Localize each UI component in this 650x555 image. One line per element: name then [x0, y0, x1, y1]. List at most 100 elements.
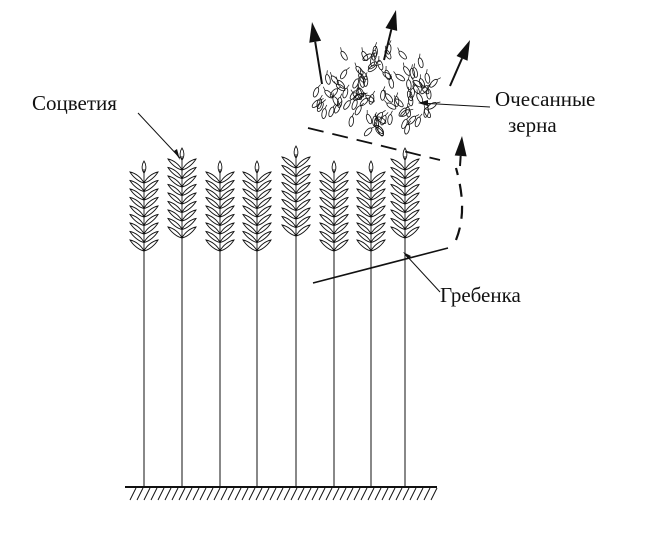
ground-hatch	[185, 487, 193, 501]
grain-kernel-body	[371, 49, 377, 61]
grain-kernel	[367, 64, 381, 73]
grain-kernel-tip	[363, 92, 368, 95]
grain-kernel-tip	[324, 104, 328, 109]
ground-hatch	[220, 487, 228, 501]
grain-kernel	[363, 126, 376, 137]
wheat-spikelet	[319, 188, 335, 201]
grain-kernel	[402, 62, 411, 76]
grain-kernel-body	[412, 67, 418, 78]
wheat-spikelet	[242, 179, 258, 192]
leader-inflorescence-arrowhead	[174, 149, 180, 160]
grain-kernel-tip	[360, 102, 364, 107]
wheat-spikelet	[333, 171, 349, 184]
grain-kernel-tip	[390, 74, 392, 79]
grain-kernel	[384, 100, 397, 110]
wheat-spikelet	[242, 222, 258, 235]
grain-kernel	[384, 89, 394, 103]
arrow-shaft	[449, 57, 463, 87]
label-comb: Гребенка	[440, 283, 521, 307]
wheat-spikelet	[242, 213, 258, 226]
grain-kernel	[406, 86, 413, 102]
grain-kernel	[372, 42, 378, 57]
wheat-spikelet	[143, 213, 159, 226]
grain-kernel-tip	[371, 126, 376, 129]
wheat-spikelet	[319, 205, 335, 218]
wheat-spikelet	[129, 230, 145, 243]
wheat-spikelet	[390, 166, 406, 179]
wheat-spikelet	[167, 209, 183, 222]
wheat-spikelet	[356, 171, 372, 184]
wheat-spikelet	[390, 200, 406, 213]
wheat-spikelet	[242, 230, 258, 243]
wheat-spikelet	[319, 230, 335, 243]
wheat-spikelet	[217, 160, 223, 174]
grain-kernel-tip	[397, 47, 400, 52]
grain-kernel-body	[321, 108, 327, 119]
grain-kernel	[372, 112, 378, 127]
wheat-plants	[129, 145, 420, 487]
grain-kernel-body	[334, 103, 341, 114]
grain-kernel	[377, 122, 384, 137]
grain-kernel-body	[380, 89, 386, 101]
grain-kernel-tip	[423, 104, 426, 109]
wheat-spikelet	[356, 230, 372, 243]
wheat-spikelet	[256, 213, 272, 226]
grain-kernel-body	[409, 68, 416, 79]
ground-hatch	[227, 487, 235, 501]
wheat-spikelet	[167, 175, 183, 188]
grain-kernel-tip	[378, 55, 380, 61]
ground-hatch	[318, 487, 326, 501]
grain-kernel-body	[388, 77, 395, 89]
ground-hatch	[206, 487, 214, 501]
grain-kernel-tip	[405, 105, 410, 109]
ground-hatch	[353, 487, 361, 501]
grain-kernel	[354, 62, 364, 75]
wheat-spikelet	[333, 196, 349, 209]
wheat-spikelet	[333, 230, 349, 243]
grain-kernel-tip	[390, 110, 393, 115]
ground-hatch	[283, 487, 291, 501]
grain-kernel-tip	[366, 110, 368, 115]
grain-kernel	[370, 52, 376, 67]
wheat-spikelet	[295, 156, 311, 169]
ground-hatch	[199, 487, 207, 501]
grain-kernel-tip	[388, 40, 392, 45]
grain-kernel-tip	[426, 69, 428, 74]
grain-kernel-body	[368, 94, 375, 105]
wheat-spikelet	[295, 190, 311, 203]
leader-inflorescence	[137, 112, 181, 159]
wheat-spikelet	[404, 217, 420, 230]
grain-kernel-tip	[333, 81, 337, 85]
grain-kernel-tip	[345, 67, 350, 71]
wheat-spikelet	[404, 209, 420, 222]
wheat-spikelet	[356, 205, 372, 218]
wheat-spikelet	[404, 175, 420, 188]
grain-kernel	[329, 86, 342, 98]
grain-kernel-tip	[380, 69, 384, 73]
wheat-spikelet	[205, 188, 221, 201]
grain-kernel-tip	[408, 120, 412, 125]
ground-hatch	[381, 487, 389, 501]
wheat-spikelet	[333, 239, 349, 252]
grain-kernel	[365, 110, 373, 125]
wheat-spikelet	[242, 188, 258, 201]
grain-kernel-tip	[402, 62, 405, 67]
ground-hatch	[297, 487, 305, 501]
grain-boundary-dashed	[307, 127, 441, 161]
grain-kernel-body	[348, 116, 354, 127]
grain-kernel	[322, 86, 334, 99]
grain-kernel	[393, 71, 406, 82]
grain-kernel	[377, 55, 384, 71]
ground-hatch	[262, 487, 270, 501]
wheat-spikelet	[242, 196, 258, 209]
wheat-spikelet	[129, 196, 145, 209]
grain-kernel-tip	[415, 114, 420, 117]
wheat-spikelet	[319, 196, 335, 209]
grain-kernel	[325, 70, 331, 85]
arrow-up-left	[309, 22, 323, 85]
grain-kernel	[388, 74, 395, 89]
grain-kernel	[316, 94, 323, 110]
grain-kernel-tip	[337, 86, 342, 90]
ground-hatch	[374, 487, 382, 501]
wheat-spikelet	[295, 181, 311, 194]
